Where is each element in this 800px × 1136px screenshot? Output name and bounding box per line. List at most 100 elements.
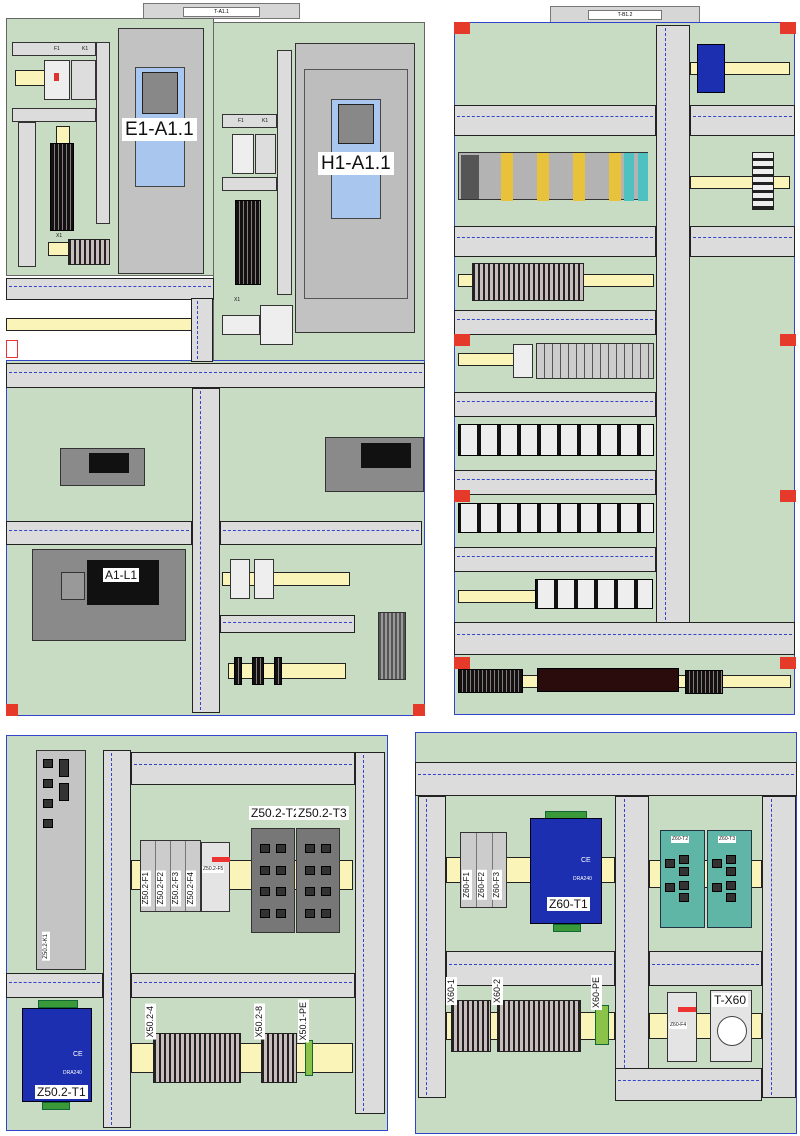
contactor-k1[interactable] [255, 134, 276, 174]
cable-duct [220, 521, 422, 545]
cable-duct [131, 973, 355, 998]
network-switch-z50-2-t2[interactable] [251, 828, 295, 933]
cable-duct [454, 226, 656, 257]
pe-terminal[interactable] [305, 1040, 313, 1076]
cable-duct [6, 521, 192, 545]
cable-duct [454, 470, 656, 495]
terminal-block[interactable] [222, 315, 260, 335]
label-x1: X1 [234, 297, 241, 303]
cable-duct [615, 1068, 762, 1101]
cable-duct: F1 K1 [12, 42, 96, 56]
network-switch-z60-t3[interactable]: Z60-T3 [707, 830, 752, 928]
network-switch-z50-2-t3[interactable] [296, 828, 340, 933]
contactor[interactable] [230, 559, 250, 599]
motor-protector-f1[interactable] [232, 134, 254, 174]
panel-a-header-tab: T-A1.1 [143, 3, 300, 19]
cable-duct [418, 796, 446, 1098]
panel-d [415, 732, 797, 1134]
terminal-strip-x1[interactable] [50, 143, 74, 231]
cable-duct [192, 388, 220, 713]
drive-e1-a1-1[interactable] [118, 28, 204, 274]
network-switch-z60-t2[interactable]: Z60-T2 [660, 830, 705, 928]
fuse-label: Z50.2-F2 [156, 870, 166, 907]
pe-terminal[interactable] [595, 1005, 609, 1045]
cable-duct [454, 105, 656, 136]
terminal-block[interactable] [68, 239, 110, 265]
terminal-block[interactable] [260, 305, 293, 345]
power-supply[interactable] [697, 44, 725, 93]
psu-model: DRA240 [573, 876, 592, 882]
motor-protector-f1[interactable] [44, 60, 70, 100]
terminal-strip-x1[interactable] [235, 200, 261, 285]
switch-label: Z50.2-T3 [296, 806, 349, 820]
circuit-breakers[interactable] [536, 343, 654, 379]
terminal-block[interactable] [472, 263, 584, 301]
marker [780, 490, 796, 502]
fuse-label: Z60-F3 [492, 870, 502, 900]
cable-duct [6, 363, 425, 388]
contactor[interactable] [254, 559, 274, 599]
cable-duct [454, 392, 656, 417]
relay[interactable] [234, 657, 242, 685]
fuse-label: Z60-F2 [477, 870, 487, 900]
terminal-strip[interactable] [685, 670, 723, 694]
line-reactor-label: A1-L1 [103, 568, 140, 582]
power-supply-z60-t1[interactable]: CE DRA240 [530, 818, 602, 924]
label-x1: X1 [56, 233, 63, 239]
relay[interactable] [274, 657, 282, 685]
terminal-label: X60-1 [446, 977, 457, 1006]
service-socket[interactable] [513, 344, 533, 378]
marker [6, 340, 18, 358]
cable-duct [191, 298, 213, 362]
terminal-strip-x50-2-8[interactable] [261, 1033, 297, 1083]
fuse-label: Z50.2-F1 [141, 870, 151, 907]
terminal-strip[interactable] [458, 669, 523, 693]
marker [413, 704, 425, 716]
breaker-label: Z50.2-F5 [202, 866, 225, 873]
din-rail [6, 318, 192, 331]
breaker-label: Z60-F4 [669, 1022, 688, 1029]
plc-rack[interactable] [458, 152, 648, 201]
cable-duct [355, 752, 385, 1114]
socket-label: T-X60 [712, 993, 749, 1007]
cable-duct [12, 108, 96, 122]
marker [454, 657, 470, 669]
cable-duct: F1 K1 [222, 114, 277, 128]
cable-duct [415, 762, 797, 796]
din-rail [48, 242, 70, 256]
filter-module[interactable] [325, 437, 424, 492]
terminal-block[interactable] [752, 152, 774, 210]
cable-duct [615, 796, 649, 1101]
heater[interactable] [378, 612, 406, 680]
drive-h1-a1-1[interactable] [295, 43, 415, 333]
connector [42, 1102, 70, 1110]
terminal-strip-x60-2[interactable] [497, 1000, 581, 1052]
fuse-label: Z50.2-F4 [186, 870, 196, 907]
din-rail [458, 353, 514, 366]
filter-module[interactable] [60, 448, 145, 486]
cable-duct [656, 25, 690, 623]
contactor-k1[interactable] [71, 60, 96, 100]
breaker-z50-2-f5[interactable] [201, 842, 230, 912]
ipc-label: Z50.2-K1 [42, 932, 50, 961]
cable-duct [131, 752, 355, 785]
marker [454, 22, 470, 34]
terminal-strip-x60-1[interactable] [451, 1000, 491, 1052]
panel-a-header-label: T-A1.1 [182, 7, 261, 17]
ce-mark: CE [581, 857, 591, 864]
relay-row[interactable] [535, 579, 653, 609]
switch-label: Z50.2-T2 [249, 806, 302, 820]
terminal-label: X60-PE [591, 975, 602, 1011]
terminal-strip[interactable] [537, 668, 679, 692]
psu-label: Z50.2-T1 [35, 1085, 88, 1099]
label-k1: K1 [82, 46, 89, 52]
relay-row[interactable] [458, 424, 654, 456]
relay[interactable] [252, 657, 264, 685]
cable-duct [6, 973, 103, 998]
cable-duct [690, 105, 795, 136]
line-reactor-a1-l1[interactable] [32, 549, 186, 641]
relay-row[interactable] [458, 503, 654, 533]
terminal-label: X50.1-PE [298, 1000, 309, 1043]
terminal-label: X60-2 [492, 977, 503, 1006]
terminal-strip-x50-2-4[interactable] [153, 1033, 241, 1083]
